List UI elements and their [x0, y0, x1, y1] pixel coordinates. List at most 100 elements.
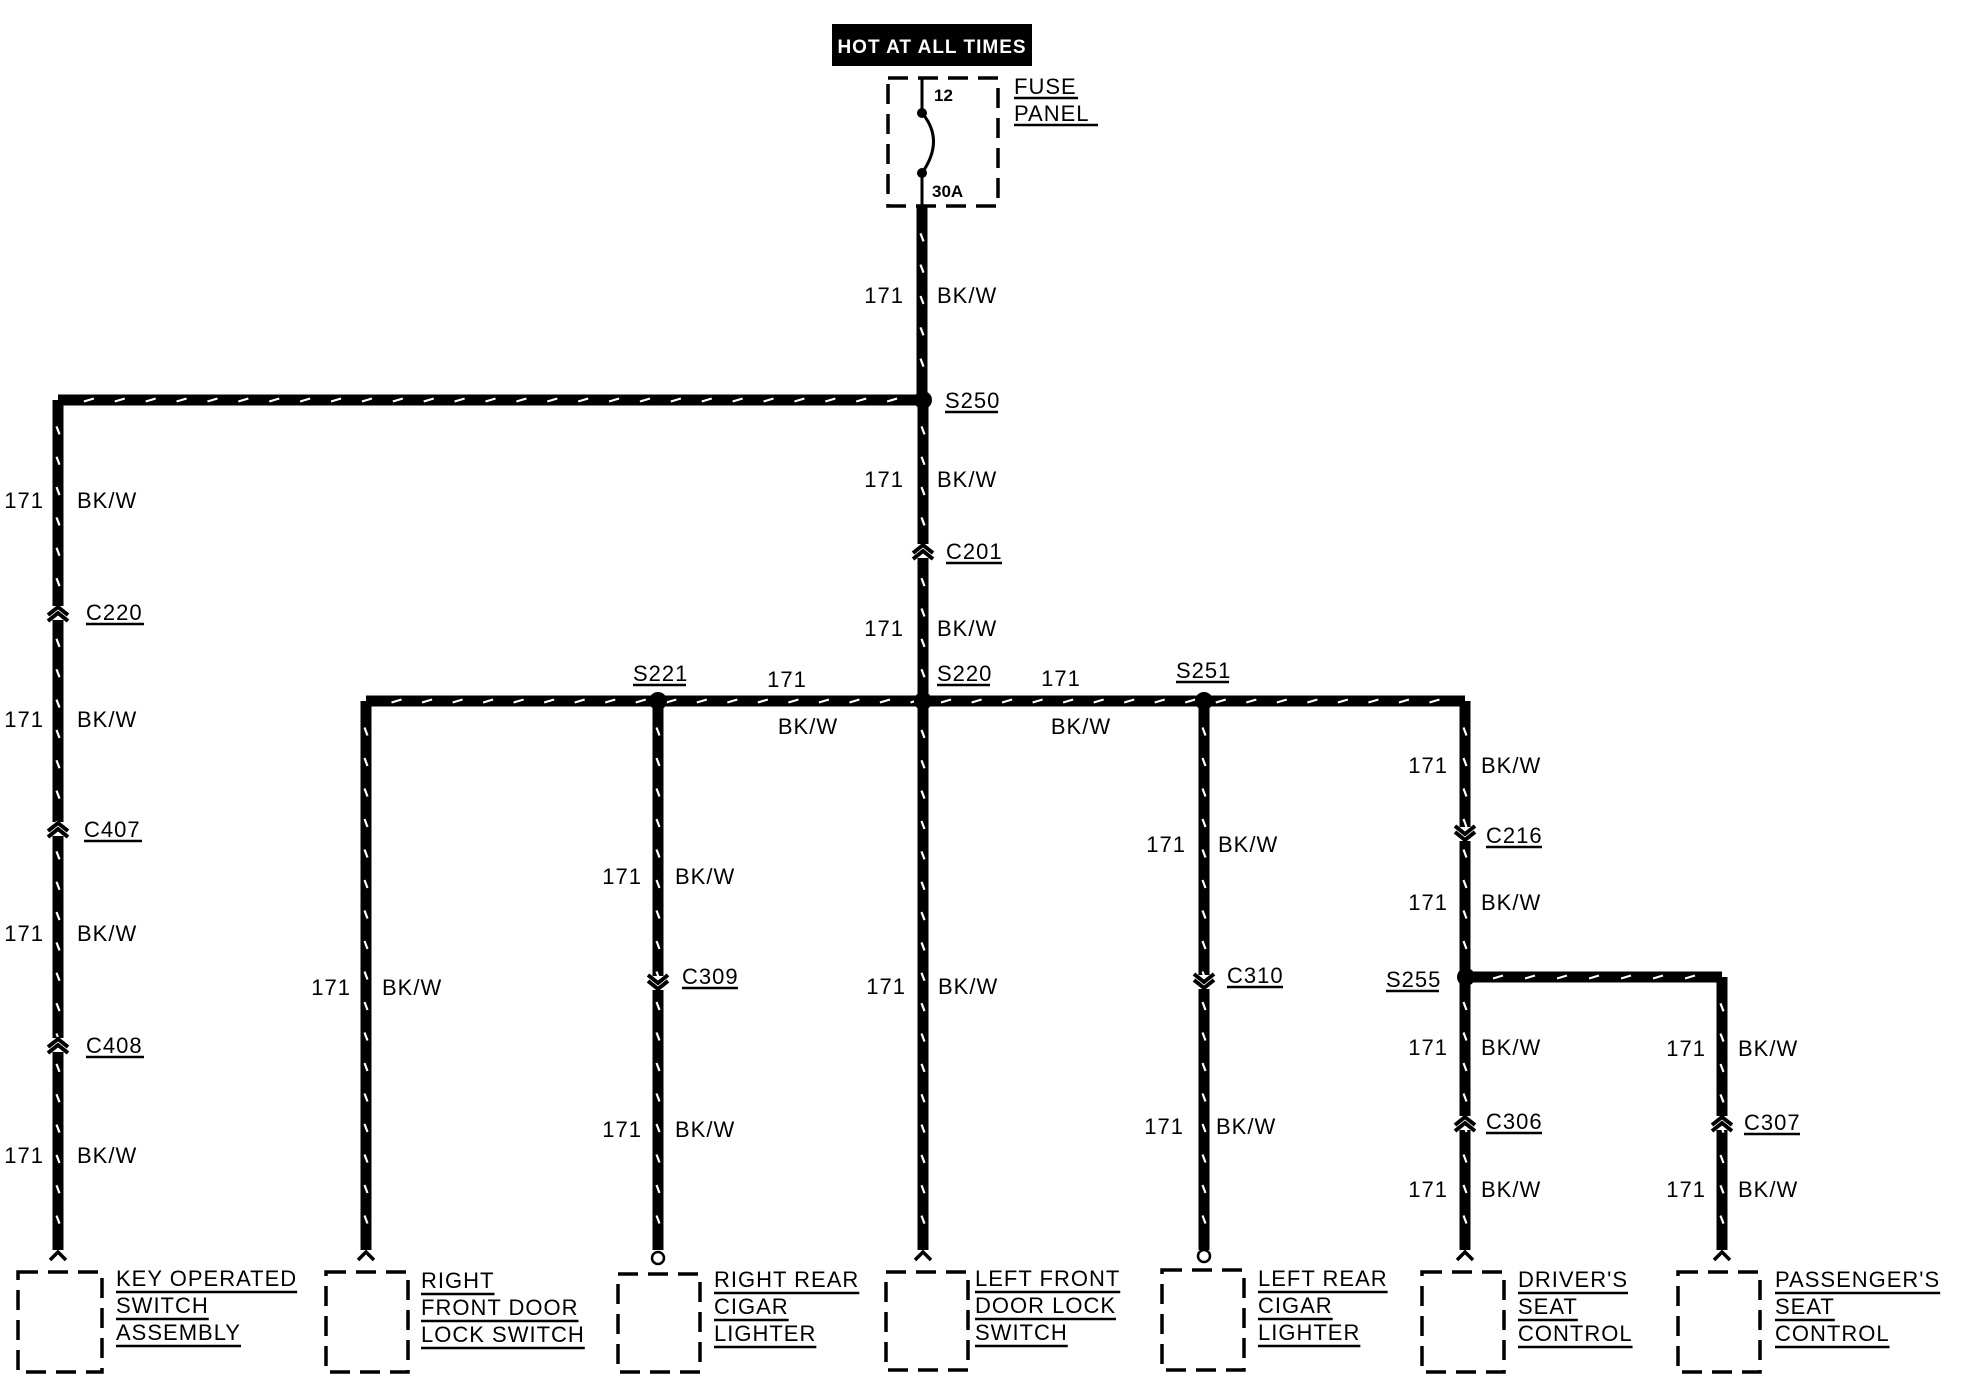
wire-tracer [1201, 1032, 1207, 1041]
wire-tracer [920, 881, 926, 891]
key-switch-label-3: ASSEMBLY [116, 1320, 241, 1345]
wire-tracer [727, 698, 738, 704]
right-rear-lighter-label-3: LIGHTER [714, 1321, 816, 1346]
wire-tracer [452, 698, 463, 704]
wire-tracer [655, 1032, 661, 1041]
wire-tracer [920, 1063, 926, 1073]
wire-tracer [1462, 910, 1468, 919]
terminal-key-switch [48, 1249, 68, 1262]
wire-tracer [608, 397, 620, 403]
wire-tracer [1462, 1032, 1468, 1041]
wire-tracer [670, 397, 682, 403]
fuse-number: 12 [934, 86, 953, 105]
wire-tracer [920, 1215, 926, 1225]
wire-color: BK/W [1481, 1177, 1541, 1202]
passengers-seat-box [1676, 1270, 1762, 1374]
wire-color: BK/W [77, 921, 137, 946]
wire-color: BK/W [1738, 1036, 1798, 1061]
wire-tracer [1032, 698, 1043, 704]
wire-tracer [55, 456, 61, 466]
connector-c407-label: C407 [84, 817, 141, 842]
wire-tracer [83, 397, 95, 403]
wire-tracer [1462, 1062, 1468, 1072]
wire-tracer [1492, 974, 1504, 980]
splice-s255-dot [1457, 968, 1475, 986]
wire-tracer [543, 698, 555, 704]
splice-s250-dot [914, 391, 932, 409]
wire-tracer [421, 698, 433, 704]
hot-at-all-times-label: HOT AT ALL TIMES [837, 37, 1026, 58]
wire-tracer [454, 397, 465, 403]
circuit-number: 171 [864, 616, 904, 641]
left-rear-lighter-label-1: LEFT REAR [1258, 1266, 1388, 1291]
wire-tracer [1462, 788, 1468, 797]
wire-tracer [55, 790, 61, 800]
wire-tracer [1062, 698, 1074, 704]
wire-tracer [919, 232, 925, 242]
terminal-right-front-door [356, 1249, 376, 1262]
wire-tracer [920, 820, 926, 830]
circuit-number: 171 [1041, 666, 1081, 691]
wire-tracer [207, 397, 218, 403]
wire-tracer [363, 1032, 369, 1041]
wire-tracer [363, 910, 369, 919]
circuit-number: 171 [4, 707, 44, 732]
wire-tracer [920, 942, 926, 951]
wire-tracer [1276, 698, 1288, 704]
wire-tracer [1462, 879, 1468, 889]
left-front-door-label-2: DOOR LOCK [975, 1293, 1116, 1318]
wire-tracer [1719, 1184, 1725, 1194]
wire-tracer [655, 1062, 661, 1072]
fuse-panel-label-2: PANEL [1014, 101, 1090, 126]
wire-tracer [920, 1124, 926, 1133]
wire-tracer [363, 1154, 369, 1163]
wire-tracer [1201, 757, 1207, 767]
wire-tracer [363, 1062, 369, 1072]
terminal-left-rear-lighter [1196, 1248, 1212, 1264]
circuit-number: 171 [1666, 1177, 1706, 1202]
left-rear-lighter-box [1160, 1268, 1246, 1372]
wire-tracer [1201, 1123, 1207, 1133]
wire-tracer [55, 668, 61, 678]
wire-tracer [763, 397, 774, 403]
wire-color: BK/W [1216, 1114, 1276, 1139]
wire-tracer [1368, 698, 1379, 704]
wire-tracer [577, 397, 589, 403]
wire-tracer [513, 698, 524, 704]
splice-s251-dot [1195, 692, 1213, 710]
wire-color: BK/W [778, 714, 838, 739]
wire-tracer [1684, 974, 1696, 980]
wire-color: BK/W [1481, 1035, 1541, 1060]
wire-tracer [655, 788, 661, 797]
wire-tracer [363, 879, 369, 889]
terminal-left-front-door [913, 1249, 933, 1262]
wire-tracer [55, 1215, 61, 1225]
wire-tracer [1719, 1033, 1725, 1043]
drivers-seat-label-2: SEAT [1518, 1294, 1578, 1319]
splice-s220-label: S220 [937, 661, 992, 686]
component-labels: KEY OPERATED SWITCH ASSEMBLY RIGHT FRONT… [116, 1266, 1939, 1347]
wire-tracer [423, 397, 435, 403]
connector-c201-symbol [911, 542, 935, 561]
wire-tracer [1337, 698, 1349, 704]
wire-tracer [1429, 698, 1440, 704]
splice-s251-label: S251 [1176, 658, 1231, 683]
wire-color: BK/W [1738, 1177, 1798, 1202]
wire-tracer [940, 698, 952, 704]
wire-tracer [55, 881, 61, 891]
right-rear-lighter-label-1: RIGHT REAR [714, 1267, 859, 1292]
wire-tracer [363, 971, 369, 980]
wire-tracer [55, 547, 61, 557]
wire-tracer [919, 264, 925, 274]
wire-tracer [55, 729, 61, 739]
key-switch-label-1: KEY OPERATED [116, 1266, 297, 1291]
component-label-underlines [116, 1290, 1941, 1350]
terminal-right-rear-lighter [650, 1250, 666, 1266]
wire-tracer [920, 911, 926, 921]
wire-color: BK/W [1481, 753, 1541, 778]
splice-s255-label: S255 [1386, 967, 1441, 992]
wire-tracer [363, 727, 369, 736]
wire-tracer [701, 397, 713, 403]
wire-tracer [1462, 849, 1468, 858]
